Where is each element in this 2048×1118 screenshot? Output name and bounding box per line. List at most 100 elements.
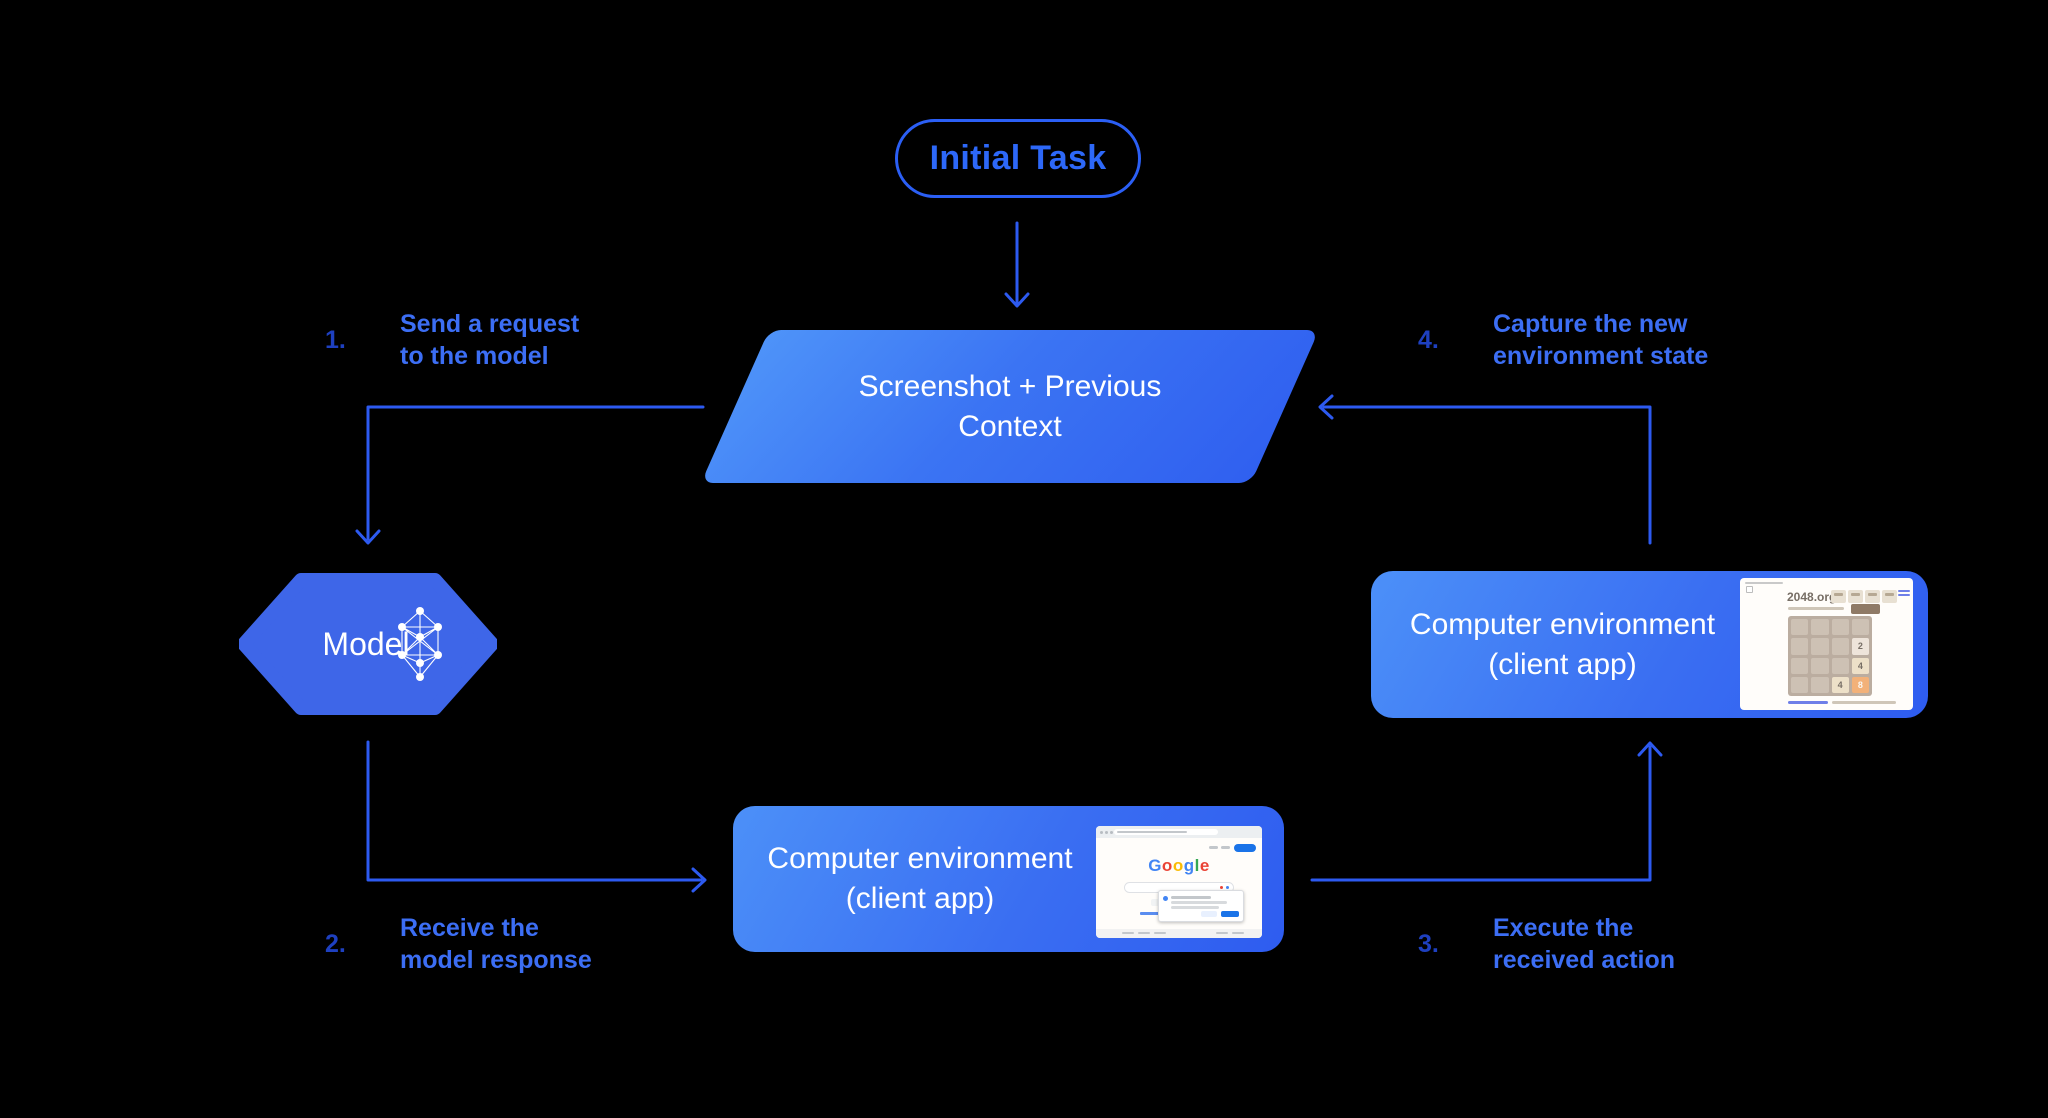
game-cell-empty xyxy=(1851,619,1869,636)
google-logo-letter: e xyxy=(1199,856,1210,875)
step-2-number: 2. xyxy=(325,930,346,958)
window-dot xyxy=(1100,830,1103,834)
screenshot-context-line2: Context xyxy=(958,409,1062,443)
footer-link xyxy=(1216,932,1228,934)
env-right-line2: (client app) xyxy=(1488,648,1637,681)
footer-link xyxy=(1138,932,1150,934)
google-footer-bar xyxy=(1096,929,1262,938)
header-link-text xyxy=(1898,590,1910,592)
game-site-title: 2048.org xyxy=(1787,590,1837,604)
game-subtitle-text xyxy=(1788,607,1844,610)
new-game-button xyxy=(1851,604,1880,614)
step-3-line2: received action xyxy=(1493,946,1676,974)
arrow-context-to-model xyxy=(366,405,705,541)
lens-icon xyxy=(1220,886,1223,889)
step-4-line2: environment state xyxy=(1493,342,1709,370)
mic-icon xyxy=(1226,886,1229,889)
env-bottom-line2: (client app) xyxy=(845,882,995,915)
step-2-line1: Receive the xyxy=(400,914,539,942)
arrowhead-left-context xyxy=(1318,394,1334,420)
game-cell-empty xyxy=(1831,638,1849,655)
browser-chrome-bar xyxy=(1096,826,1262,838)
env-bottom-label: Computer environment (client app) xyxy=(745,831,1095,927)
google-logo-letter: o xyxy=(1172,856,1184,875)
step-1-line2: to the model xyxy=(400,342,549,370)
game-cell-empty xyxy=(1791,657,1809,674)
arrowhead-right-env xyxy=(691,867,707,893)
dialog-text-line xyxy=(1171,901,1227,904)
address-bar xyxy=(1114,829,1218,835)
step-1-label: Send a request to the model xyxy=(400,308,579,372)
screenshot-google-home: Google xyxy=(1096,826,1262,938)
browser-back-icon xyxy=(1746,586,1753,593)
footer-link xyxy=(1154,932,1166,934)
game-cell-empty xyxy=(1831,619,1849,636)
footer-link-text xyxy=(1788,701,1828,704)
dialog-google-icon xyxy=(1163,896,1168,901)
google-logo-letter: G xyxy=(1148,856,1162,875)
game-cell-empty xyxy=(1811,657,1829,674)
game-tile-8: 8 xyxy=(1851,676,1869,693)
google-logo-letter: g xyxy=(1183,856,1195,875)
screenshot-context-label: Screenshot + Previous Context xyxy=(735,330,1285,483)
env-bottom-line1: Computer environment xyxy=(767,842,1073,875)
step-4-number: 4. xyxy=(1418,326,1439,354)
sign-in-button xyxy=(1234,844,1256,852)
arrowhead-down-task xyxy=(1004,292,1030,308)
footer-gray-text xyxy=(1832,701,1896,704)
env-right-line1: Computer environment xyxy=(1409,608,1716,641)
arrow-env-to-context xyxy=(1322,405,1652,545)
footer-link xyxy=(1232,932,1244,934)
env-right-label: Computer environment (client app) xyxy=(1390,600,1735,690)
score-box xyxy=(1882,590,1897,603)
footer-link xyxy=(1122,932,1134,934)
google-logo-letter: o xyxy=(1161,856,1173,875)
game-cell-empty xyxy=(1811,619,1829,636)
dialog-text-line xyxy=(1171,896,1211,899)
initial-task-node: Initial Task xyxy=(895,119,1141,198)
neural-network-icon xyxy=(398,607,442,681)
step-1-number: 1. xyxy=(325,326,346,354)
google-logo-letter: l xyxy=(1194,856,1200,875)
cookie-consent-dialog xyxy=(1158,890,1244,922)
score-box xyxy=(1831,590,1846,603)
window-dot xyxy=(1110,830,1113,834)
arrow-env-to-env xyxy=(1310,745,1652,882)
step-3-line1: Execute the xyxy=(1493,914,1634,942)
game-cell-empty xyxy=(1811,638,1829,655)
dialog-text-line xyxy=(1171,906,1219,909)
step-2-line2: model response xyxy=(400,946,592,974)
score-box xyxy=(1865,590,1880,603)
score-box xyxy=(1848,590,1863,603)
model-label: Model xyxy=(322,625,410,662)
step-1-line1: Send a request xyxy=(400,310,580,338)
hexagon-shape xyxy=(237,573,499,715)
arrowhead-up-env xyxy=(1637,741,1663,757)
dialog-secondary-button xyxy=(1201,911,1217,917)
browser-tab-bar xyxy=(1745,582,1783,584)
screenshot-context-line1: Screenshot + Previous xyxy=(858,369,1162,403)
header-link-text xyxy=(1898,594,1910,596)
step-4-label: Capture the new environment state xyxy=(1493,308,1708,372)
arrow-model-to-env xyxy=(366,740,703,882)
arrowhead-down-model xyxy=(355,529,381,545)
step-3-number: 3. xyxy=(1418,930,1439,958)
initial-task-label: Initial Task xyxy=(929,139,1107,177)
game-cell-empty xyxy=(1811,676,1829,693)
step-4-line1: Capture the new xyxy=(1493,310,1688,338)
game-tile-2: 2 xyxy=(1851,638,1869,655)
game-cell-empty xyxy=(1831,657,1849,674)
model-node: Model xyxy=(237,571,499,717)
game-cell-empty xyxy=(1791,638,1809,655)
game-cell-empty xyxy=(1791,619,1809,636)
header-link xyxy=(1209,846,1218,849)
window-dot xyxy=(1105,830,1108,834)
step-3-label: Execute the received action xyxy=(1493,912,1675,976)
game-tile-4: 4 xyxy=(1831,676,1849,693)
game-cell-empty xyxy=(1791,676,1809,693)
game-tile-4: 4 xyxy=(1851,657,1869,674)
